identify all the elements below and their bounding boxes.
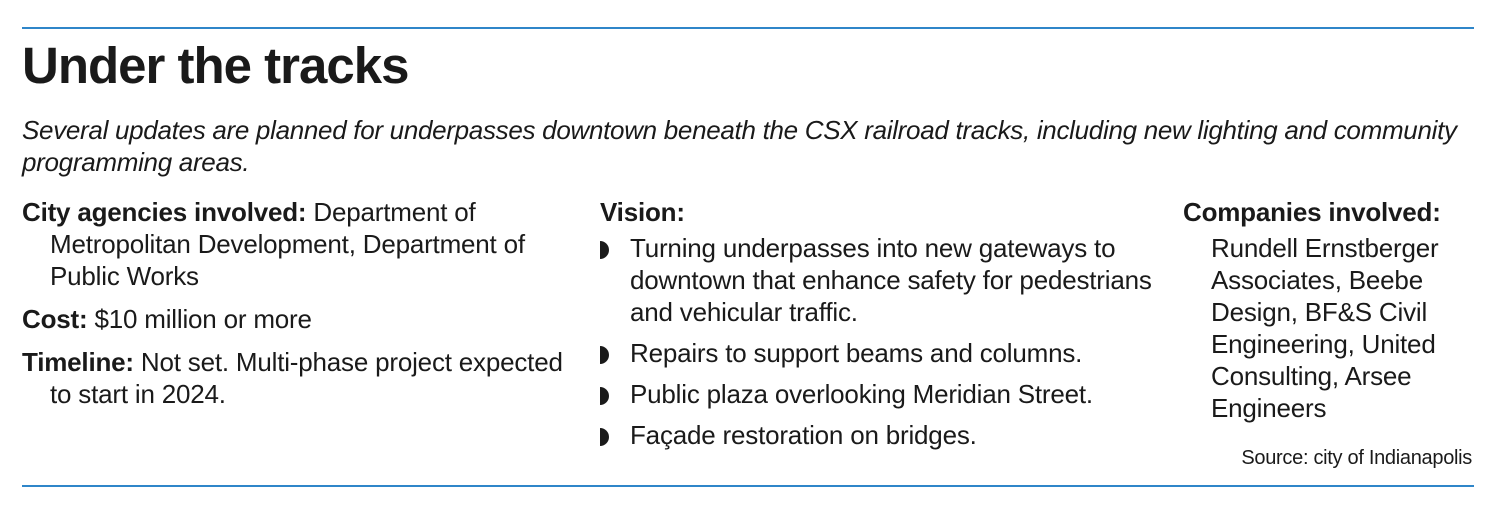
fact-cost: Cost: $10 million or more <box>22 303 567 335</box>
fact-timeline: Timeline: Not set. Multi-phase project e… <box>22 346 567 410</box>
fact-text: Not set. Multi-phase project expected to… <box>50 347 563 409</box>
vision-item: Façade restoration on bridges. <box>600 419 1160 451</box>
vision-item: Repairs to support beams and columns. <box>600 337 1160 369</box>
source-credit: Source: city of Indianapolis <box>1241 447 1472 469</box>
vision-item: Public plaza overlooking Meridian Street… <box>600 378 1160 410</box>
companies-list: Rundell Ernstberger Associates, Beebe De… <box>1211 233 1439 423</box>
companies-heading: Companies involved: <box>1183 197 1441 227</box>
dek: Several updates are planned for underpas… <box>22 115 1457 177</box>
half-circle-bullet-icon <box>600 241 609 259</box>
vision-item-text: Public plaza overlooking Meridian Street… <box>630 379 1093 409</box>
vision-item-text: Repairs to support beams and columns. <box>630 338 1083 368</box>
fact-label: City agencies involved: <box>22 197 307 227</box>
vision-item-text: Façade restoration on bridges. <box>630 420 977 450</box>
vision-heading: Vision: <box>600 197 685 227</box>
headline: Under the tracks <box>22 37 409 94</box>
bottom-rule <box>22 485 1474 487</box>
top-rule <box>22 27 1474 29</box>
half-circle-bullet-icon <box>600 346 609 364</box>
vision-item: Turning underpasses into new gateways to… <box>600 232 1160 328</box>
vision-item-text: Turning underpasses into new gateways to… <box>630 233 1152 327</box>
companies-column: Companies involved: Rundell Ernstberger … <box>1183 196 1478 424</box>
fact-text: Department of Metropolitan Development, … <box>50 197 525 291</box>
fact-label: Cost: <box>22 304 88 334</box>
half-circle-bullet-icon <box>600 428 609 446</box>
vision-column: Vision: Turning underpasses into new gat… <box>600 196 1160 460</box>
fact-label: Timeline: <box>22 347 134 377</box>
facts-column: City agencies involved: Department of Me… <box>22 196 567 421</box>
fact-agencies: City agencies involved: Department of Me… <box>22 196 567 292</box>
fact-text: $10 million or more <box>87 304 312 334</box>
half-circle-bullet-icon <box>600 387 609 405</box>
